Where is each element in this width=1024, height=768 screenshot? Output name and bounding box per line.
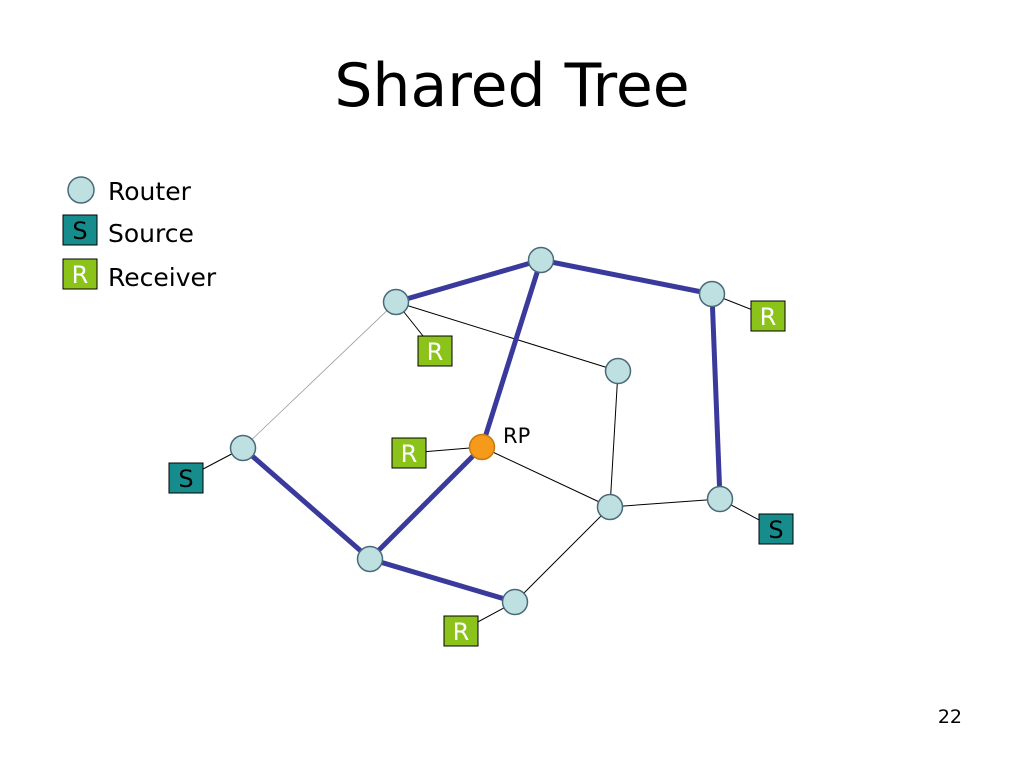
tree-edge-r-left-r-bottom-left	[240, 445, 373, 562]
slide-title: Shared Tree	[334, 51, 690, 121]
tree-edge-r-upper-right-r-right-lower	[709, 291, 723, 502]
hosts-layer: R R R S S R	[168, 300, 794, 647]
legend-receiver-symbol: R	[72, 261, 89, 289]
tree-edge-r-top-r-upper-right	[538, 257, 715, 297]
rendezvous-point-node	[468, 433, 496, 461]
legend-router-icon	[67, 176, 95, 204]
legend-source-label: Source	[108, 219, 194, 248]
link-edge-rp-r-center-lower	[481, 446, 611, 508]
nodes-layer	[229, 246, 734, 616]
source-label-src-right: S	[768, 516, 783, 544]
link-edge-r-center-lower-r-right-lower	[609, 498, 721, 508]
router-node-r-middle-right	[604, 357, 632, 385]
legend-source-icon	[62, 214, 98, 246]
receiver-label-rcv-rp: R	[401, 440, 418, 468]
router-node-r-upper-right	[698, 280, 726, 308]
legend-receiver-icon	[62, 258, 98, 290]
link-edge-r-upper-left-r-middle-right	[395, 301, 619, 372]
receiver-box-rcv-upper-right	[750, 300, 786, 332]
link-edge-r-upper-left-r-left	[242, 301, 397, 449]
tree-edge-r-upper-left-r-top	[393, 257, 544, 305]
tree-edge-r-top-rp	[479, 257, 544, 450]
source-box-src-left	[168, 462, 204, 494]
receiver-box-rcv-rp	[391, 437, 427, 469]
page-number: 22	[937, 706, 962, 728]
link-edge-r-center-lower-r-bottom	[514, 506, 611, 603]
tree-edge-r-bottom-left-r-bottom	[367, 556, 518, 605]
router-node-r-right-lower	[706, 485, 734, 513]
router-node-r-top	[527, 246, 555, 274]
router-node-r-bottom	[501, 588, 529, 616]
router-node-r-bottom-left	[356, 545, 384, 573]
link-edge-r-middle-right-r-center-lower	[609, 370, 619, 508]
rp-label: RP	[503, 424, 530, 448]
receiver-label-rcv-bottom: R	[453, 618, 470, 646]
legend-receiver-label: Receiver	[108, 263, 217, 292]
receiver-box-rcv-upper-left	[417, 335, 453, 367]
receiver-label-rcv-upper-right: R	[760, 303, 777, 331]
source-label-src-left: S	[178, 465, 193, 493]
receiver-label-rcv-upper-left: R	[427, 338, 444, 366]
router-node-r-center-lower	[596, 493, 624, 521]
router-node-r-left	[229, 434, 257, 462]
source-box-src-right	[758, 513, 794, 545]
router-node-r-upper-left	[382, 288, 410, 316]
legend-source-symbol: S	[72, 217, 87, 245]
tree-edge-r-bottom-left-rp	[367, 444, 485, 562]
legend-router-label: Router	[108, 177, 191, 206]
receiver-box-rcv-bottom	[443, 615, 479, 647]
